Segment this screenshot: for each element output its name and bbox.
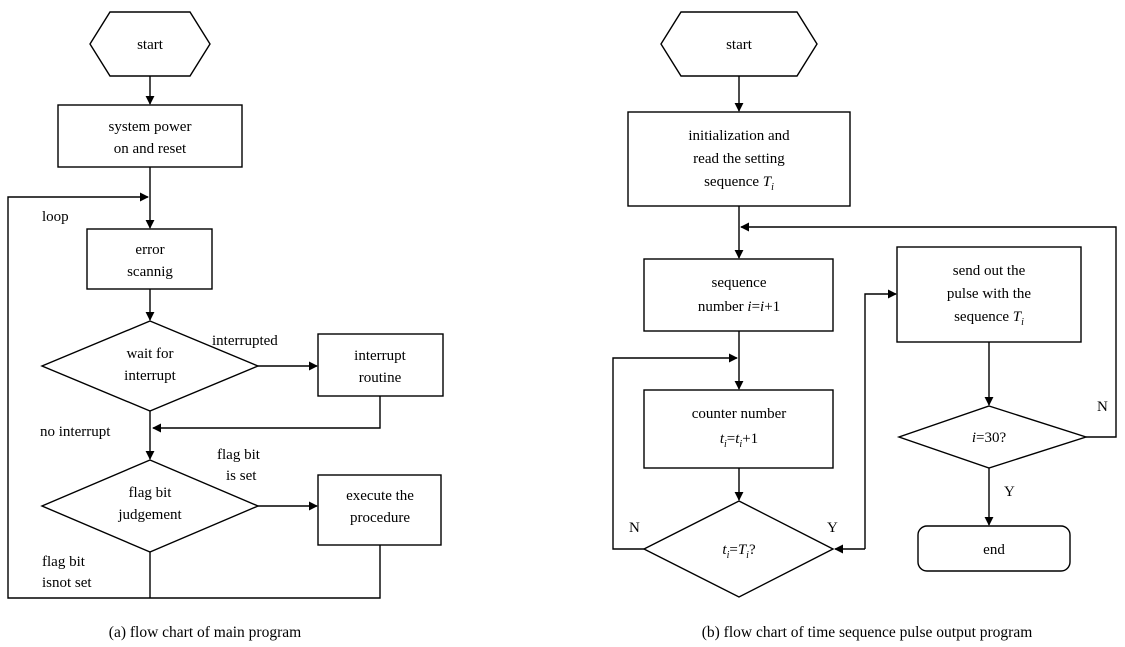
execute-procedure-line2: procedure: [350, 510, 410, 526]
counter-number-box: [643, 389, 834, 469]
flag-bit-line1: flag bit: [129, 485, 173, 501]
send-line1: send out the: [953, 263, 1026, 279]
sequence-number-box: [643, 258, 834, 332]
wait-interrupt-line1: wait for: [126, 346, 173, 362]
loop-back-line: [7, 192, 381, 599]
compare-no-label: N: [629, 520, 640, 536]
power-reset-line2: on and reset: [114, 141, 187, 157]
flag-bit-line2: judgement: [117, 507, 182, 523]
error-scanning-line1: error: [135, 242, 164, 258]
send-pulse-box: [896, 246, 1082, 343]
init-line3: sequence Ti: [704, 174, 774, 193]
interrupted-label: interrupted: [212, 333, 278, 349]
flag-set-label-line2: is set: [226, 468, 257, 484]
main-program-flowchart: start system power on and reset loop err…: [7, 11, 444, 641]
pulse-output-caption: (b) flow chart of time sequence pulse ou…: [702, 624, 1033, 641]
main-program-caption: (a) flow chart of main program: [109, 624, 301, 641]
send-line2: pulse with the: [947, 286, 1031, 302]
end-node: [917, 525, 1071, 572]
check-no-loop-line: [740, 222, 1117, 438]
power-reset-line1: system power: [109, 119, 192, 135]
seq-line2: number i=i+1: [698, 299, 780, 315]
error-scanning-box: [86, 228, 213, 290]
interrupt-routine-line2: routine: [359, 370, 402, 386]
arrow-routine-return: [152, 396, 381, 433]
error-scanning-line2: scannig: [127, 264, 173, 280]
flag-notset-label-line1: flag bit: [42, 554, 86, 570]
compare-yes-label: Y: [827, 520, 838, 536]
counter-line2: ti=ti+1: [720, 431, 758, 450]
init-line1: initialization and: [688, 128, 790, 144]
wait-interrupt-line2: interrupt: [124, 368, 176, 384]
flag-set-label-line1: flag bit: [217, 447, 261, 463]
initialization-box: [627, 111, 851, 207]
execute-procedure-box: [317, 474, 442, 546]
power-reset-box: [57, 104, 243, 168]
interrupt-routine-box: [317, 333, 444, 397]
seq-line1: sequence: [712, 275, 767, 291]
no-interrupt-label: no interrupt: [40, 424, 111, 440]
interrupt-routine-line1: interrupt: [354, 348, 406, 364]
pulse-output-flowchart: start initialization and read the settin…: [612, 11, 1117, 641]
count-check-label: i=30?: [972, 430, 1007, 446]
counter-line1: counter number: [692, 406, 787, 422]
start-label-b: start: [726, 37, 753, 53]
compare-decision: [642, 500, 835, 598]
check-yes-label: Y: [1004, 484, 1015, 500]
start-label: start: [137, 37, 164, 53]
execute-procedure-line1: execute the: [346, 488, 414, 504]
init-line2: read the setting: [693, 151, 785, 167]
compare-label: ti=Ti?: [722, 542, 756, 561]
start-node: [89, 11, 211, 77]
compare-yes-line: [864, 289, 897, 549]
start-node-b: [660, 11, 818, 77]
check-no-label: N: [1097, 399, 1108, 415]
compare-no-loop-line: [612, 353, 738, 550]
end-label: end: [983, 542, 1005, 558]
send-line3: sequence Ti: [954, 309, 1024, 328]
loop-label: loop: [42, 209, 69, 225]
flag-notset-label-line2: isnot set: [42, 575, 92, 591]
